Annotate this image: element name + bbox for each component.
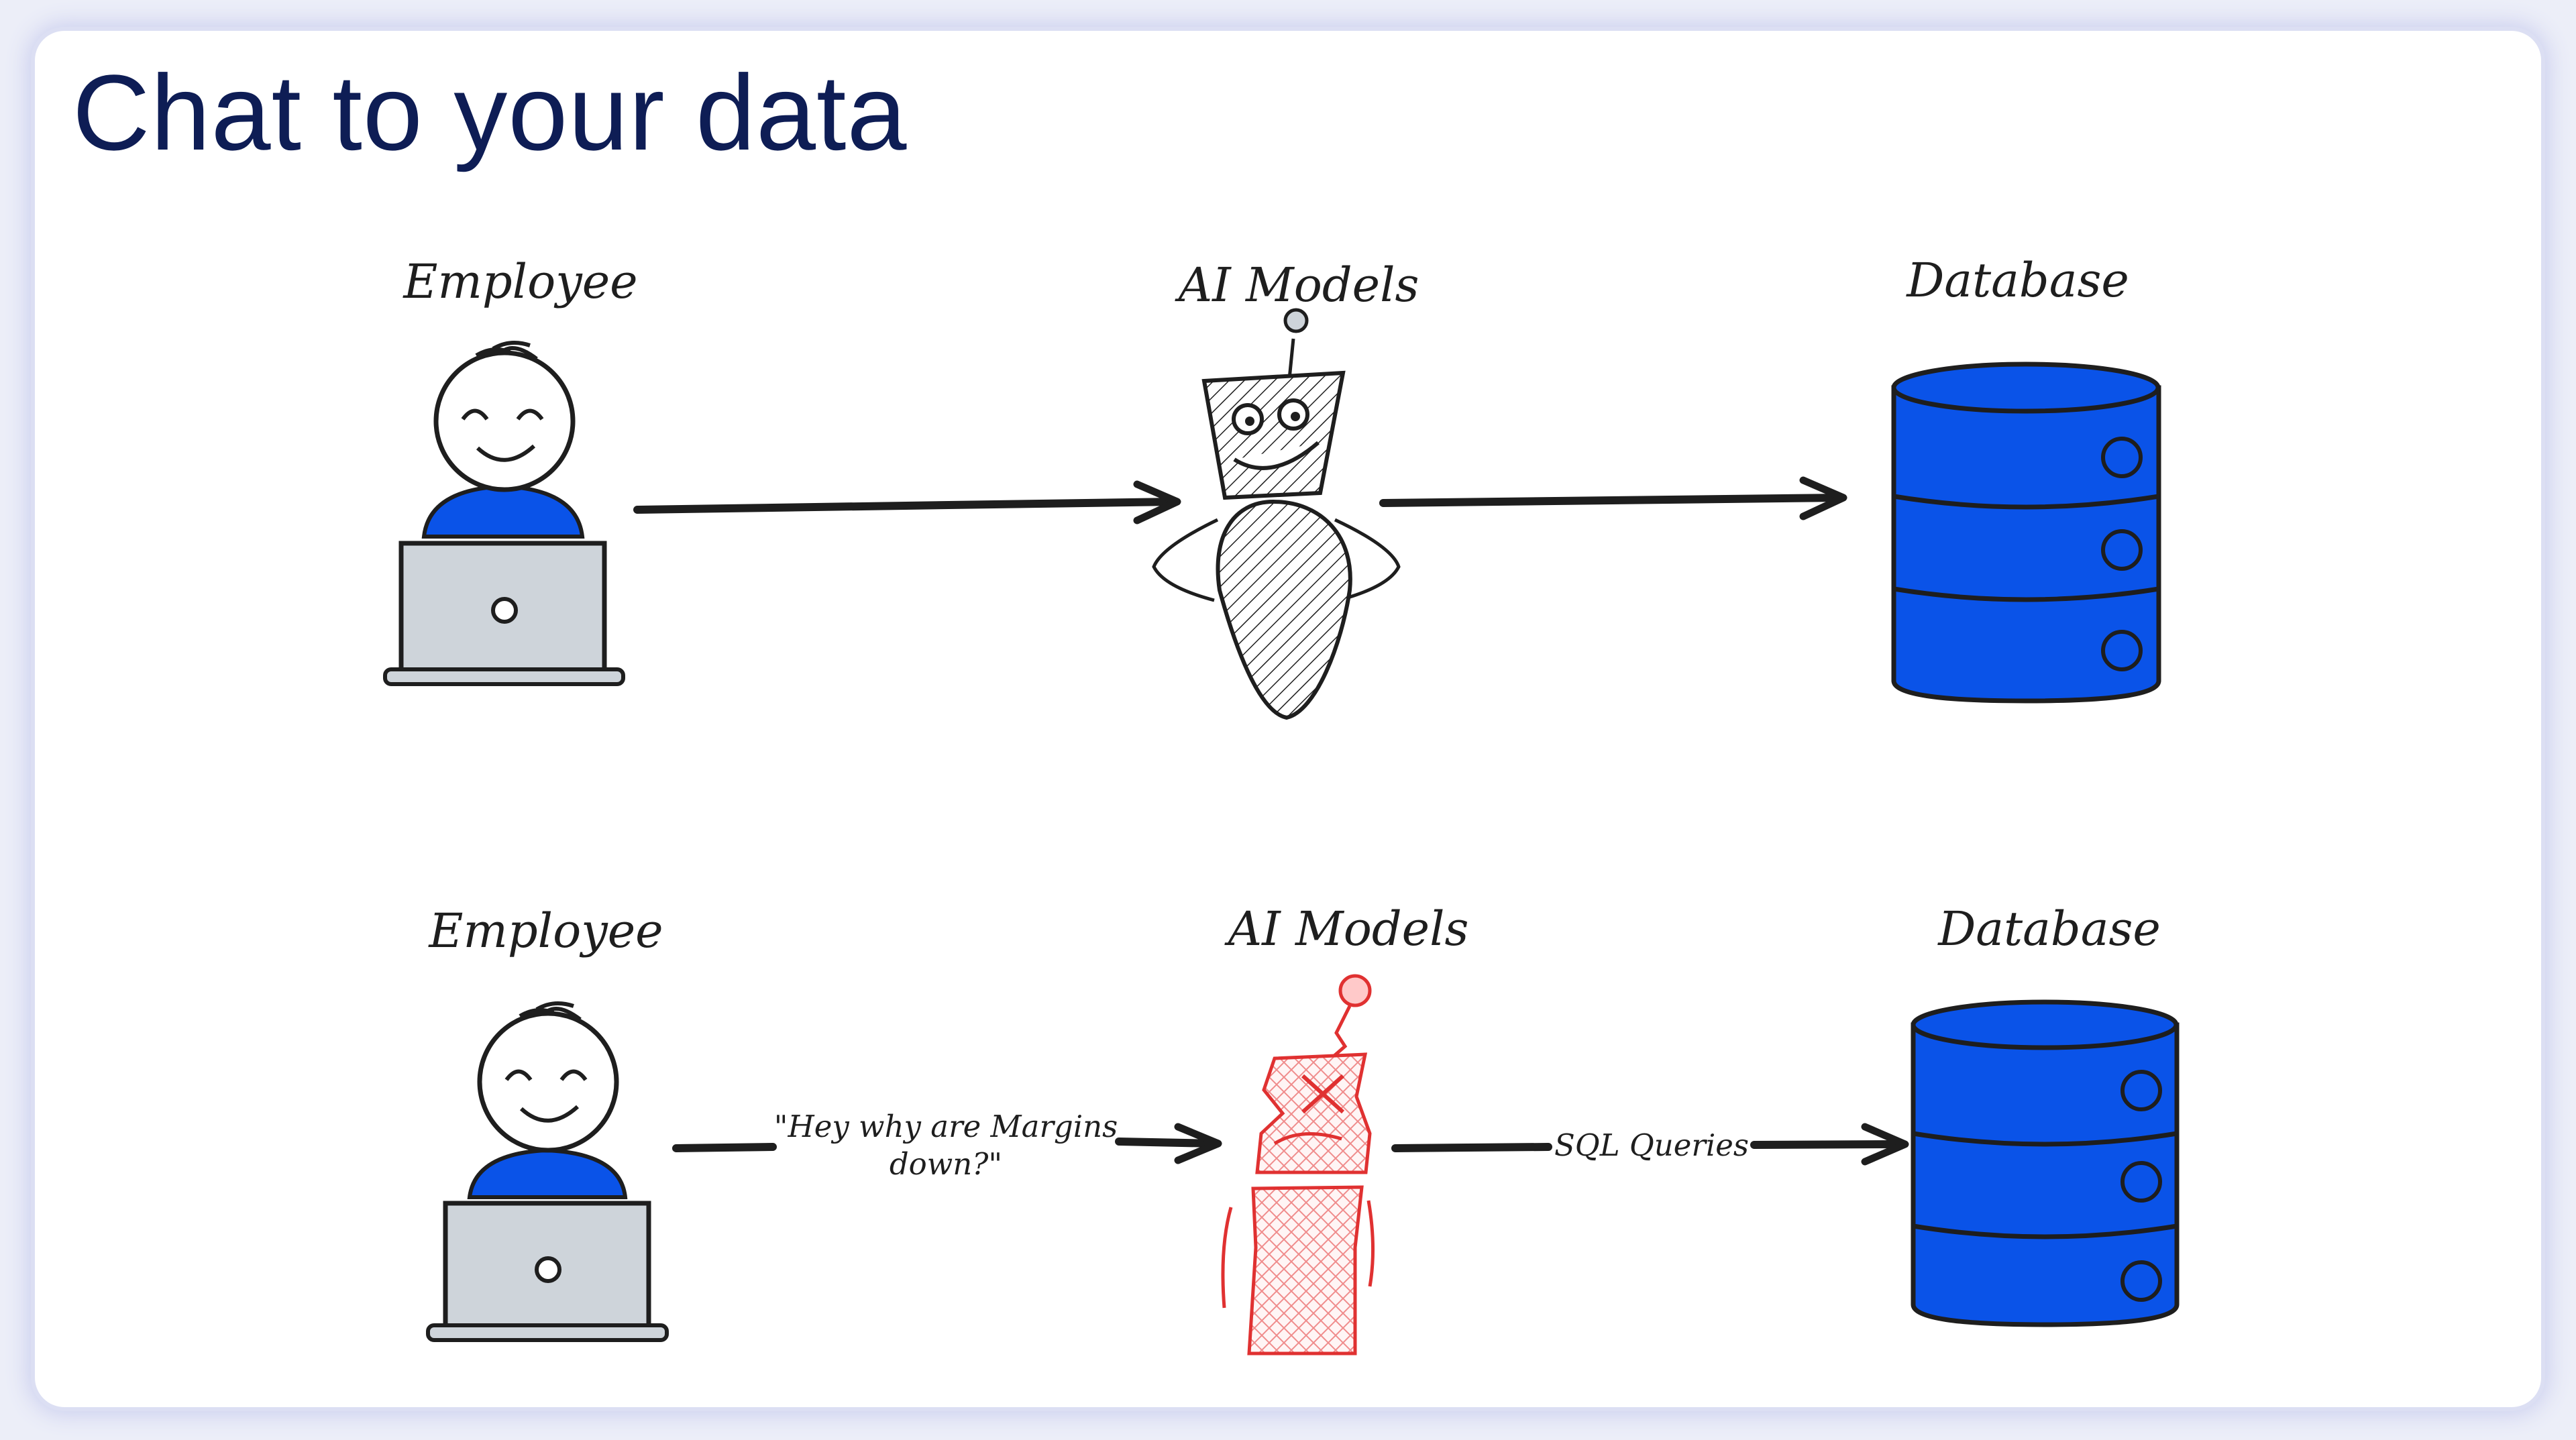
employee-icon bbox=[426, 1001, 669, 1342]
arrow-broken-model-to-database bbox=[1391, 1123, 1909, 1166]
database-icon bbox=[1891, 362, 2161, 704]
ai-models-label: AI Models bbox=[1178, 258, 1419, 313]
employee-label: Employee bbox=[403, 254, 638, 309]
employee-label: Employee bbox=[429, 903, 663, 958]
arrow-employee-to-model bbox=[633, 480, 1181, 524]
database-icon bbox=[1911, 999, 2180, 1327]
database-label: Database bbox=[1907, 253, 2129, 308]
employee-icon bbox=[383, 341, 625, 686]
happy-robot-icon bbox=[1152, 308, 1401, 720]
page-title: Chat to your data bbox=[72, 52, 908, 172]
arrow-employee-to-broken-model bbox=[672, 1123, 1222, 1164]
question-annotation: "Hey why are Margins down?" bbox=[758, 1108, 1134, 1184]
broken-robot-icon bbox=[1221, 974, 1375, 1355]
ai-models-label: AI Models bbox=[1228, 901, 1469, 956]
question-line: "Hey why are Margins bbox=[773, 1109, 1118, 1144]
sql-queries-label: SQL Queries bbox=[1554, 1127, 1750, 1163]
database-label: Database bbox=[1938, 901, 2161, 956]
question-line: down?" bbox=[889, 1146, 1003, 1182]
arrow-model-to-database bbox=[1379, 476, 1847, 520]
